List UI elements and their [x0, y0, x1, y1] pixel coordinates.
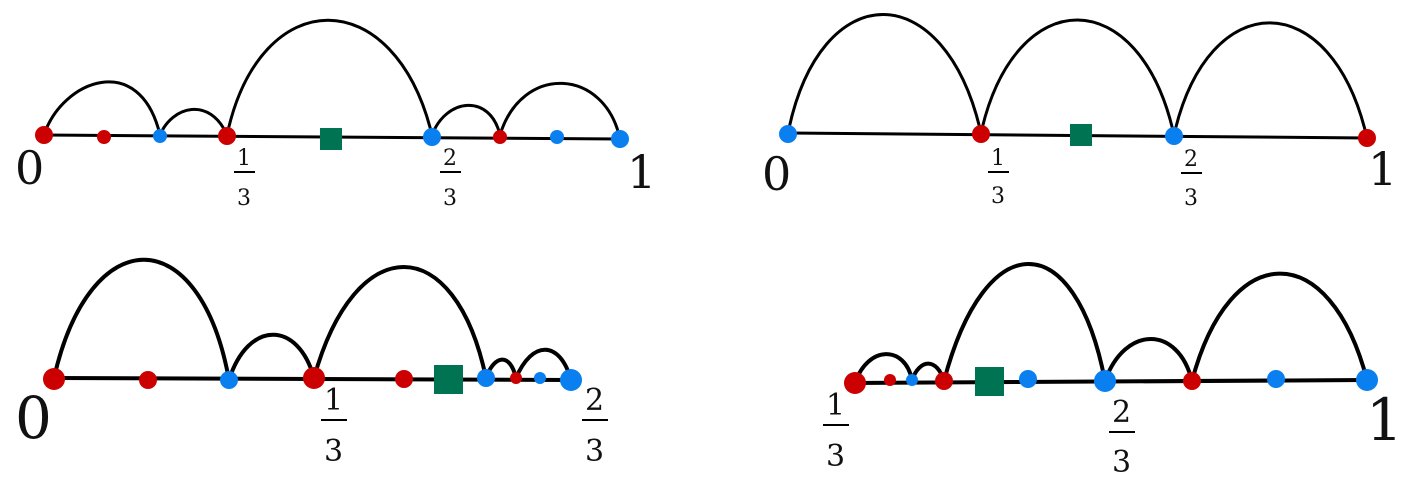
point-green-square	[434, 365, 463, 394]
label-zero: 0	[762, 147, 791, 201]
point-blue	[1165, 127, 1183, 145]
label-zero: 0	[15, 141, 44, 195]
label-two-thirds-den: 3	[1184, 186, 1198, 211]
label-two-thirds-den: 3	[443, 186, 457, 211]
point-blue	[1019, 370, 1037, 388]
point-red	[303, 367, 325, 389]
panel-bottom-right: 1 3 2 3 1	[823, 262, 1403, 480]
label-zero: 0	[15, 384, 52, 452]
point-blue	[477, 369, 495, 387]
arc	[312, 265, 488, 379]
arc	[942, 262, 1107, 382]
point-blue	[423, 128, 441, 146]
panel-top-left: 0 1 3 2 3 1	[15, 18, 656, 211]
point-red	[1183, 372, 1201, 390]
arc	[786, 13, 983, 134]
point-blue	[560, 369, 582, 391]
point-red	[935, 372, 953, 390]
point-blue	[1094, 370, 1116, 392]
arc	[225, 18, 434, 136]
arc	[853, 352, 914, 384]
point-red	[884, 374, 896, 386]
arc	[42, 80, 162, 136]
arc	[158, 107, 229, 136]
panel-top-right: 0 1 3 2 3 1	[762, 13, 1397, 211]
label-one-third-den: 3	[991, 184, 1005, 209]
point-blue	[1267, 370, 1285, 388]
arc	[1190, 271, 1369, 382]
label-two-thirds-den: 3	[1112, 445, 1131, 480]
label-one: 1	[1368, 142, 1397, 196]
arc	[498, 81, 622, 140]
label-two-thirds-den: 3	[585, 434, 604, 469]
point-red	[139, 371, 157, 389]
label-one-third-num: 1	[826, 388, 845, 423]
point-green-square	[975, 367, 1004, 396]
point-red	[493, 130, 507, 144]
point-blue	[611, 130, 629, 148]
point-green-square	[320, 128, 342, 150]
arc	[979, 18, 1176, 136]
point-red	[972, 125, 990, 143]
arc	[1172, 21, 1369, 139]
arc	[52, 257, 231, 381]
label-one-third-num: 1	[324, 383, 343, 418]
label-one: 1	[1366, 386, 1403, 454]
point-blue	[220, 371, 238, 389]
point-red	[1358, 129, 1376, 147]
panel-bottom-left: 0 1 3 2 3	[15, 257, 608, 469]
label-one-third-den: 3	[324, 434, 343, 469]
label-one-third-num: 1	[991, 146, 1005, 171]
arc	[430, 103, 502, 136]
point-red	[43, 368, 65, 390]
label-two-thirds-num: 2	[443, 146, 457, 171]
label-one-third-den: 3	[826, 439, 845, 474]
point-red	[35, 126, 53, 144]
point-red	[510, 372, 522, 384]
label-two-thirds-num: 2	[1112, 395, 1131, 430]
label-one-third-num: 1	[237, 146, 251, 171]
point-red	[97, 130, 111, 144]
point-green-square	[1070, 124, 1092, 146]
arc	[514, 347, 573, 381]
point-blue	[153, 129, 167, 143]
point-red	[844, 372, 866, 394]
arc	[1103, 337, 1194, 382]
label-two-thirds-num: 2	[585, 383, 604, 418]
point-blue	[779, 125, 797, 143]
point-blue	[1356, 369, 1378, 391]
point-blue	[550, 130, 564, 144]
label-one-third-den: 3	[237, 186, 251, 211]
point-red	[395, 370, 413, 388]
label-two-thirds-num: 2	[1184, 147, 1198, 172]
point-blue	[906, 374, 918, 386]
label-one: 1	[627, 145, 656, 199]
arc	[227, 332, 316, 381]
point-red	[218, 127, 236, 145]
point-blue	[534, 372, 546, 384]
